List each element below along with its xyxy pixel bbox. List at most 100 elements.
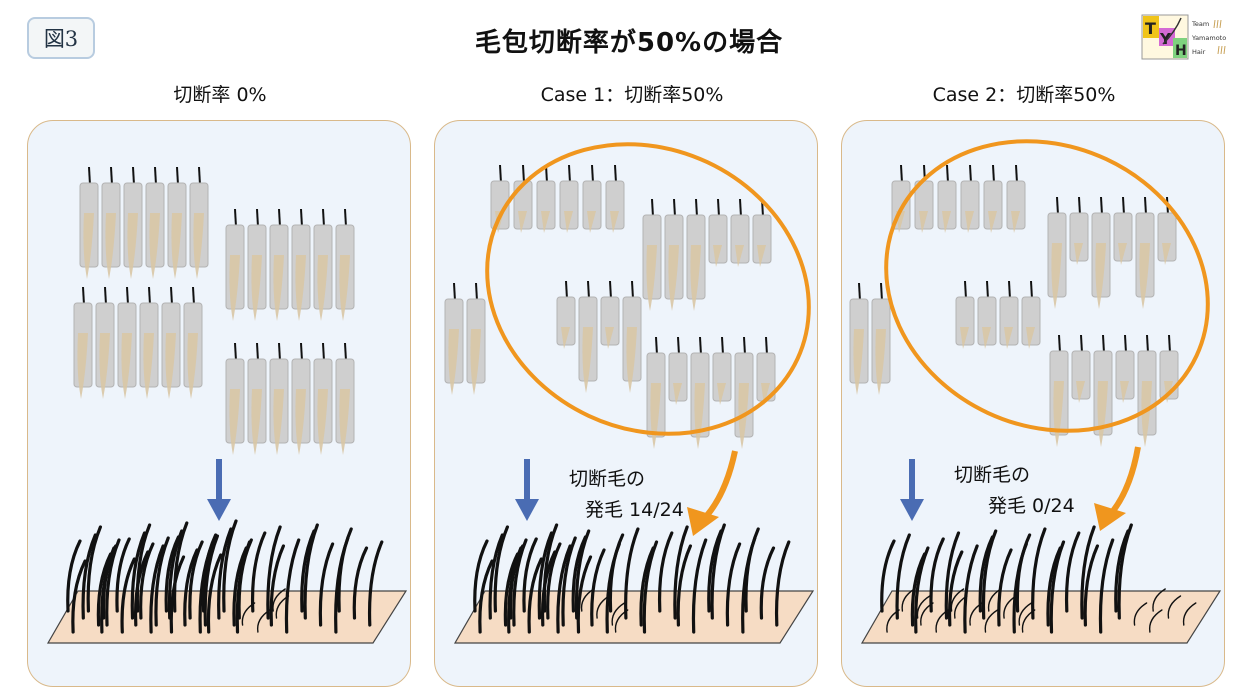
regrowth-arrow-shaft <box>697 450 738 526</box>
logo-letter-h: H <box>1175 43 1187 59</box>
follicle-hair-shaft <box>858 282 861 302</box>
follicle-hair-shaft <box>992 164 995 184</box>
logo-y-block <box>1159 28 1175 46</box>
follicle-bulb <box>690 245 701 311</box>
logo-line-team: Team <box>1191 20 1209 28</box>
follicle-hair-shaft <box>1100 196 1103 216</box>
hair-strand <box>542 523 559 613</box>
follicle-bulb <box>853 329 864 395</box>
logo-line-yamamoto: Yamamoto <box>1191 34 1226 42</box>
panel-title-1: Case 1：切断率50% <box>540 84 724 106</box>
follicle-bulb <box>1076 381 1085 403</box>
follicle-hair-shaft <box>568 164 571 184</box>
follicle-hair-shaft <box>986 280 989 300</box>
thin-hair-strand <box>614 609 629 633</box>
follicle-sheath <box>708 214 728 264</box>
follicle <box>582 164 602 233</box>
follicle-hair-shaft <box>591 164 594 184</box>
case-2-note-line2: 発毛 0/24 <box>988 495 1075 517</box>
thin-hair-strand <box>920 602 934 626</box>
follicle-bulb <box>541 211 550 233</box>
hair-strand <box>642 540 659 634</box>
follicle-bulb <box>187 333 198 399</box>
hair-strand <box>1083 544 1099 627</box>
follicle <box>513 164 533 233</box>
follicle-hair-shaft <box>256 208 259 228</box>
hair-strand <box>120 557 136 634</box>
follicle-hair-shaft <box>717 198 720 218</box>
follicle-hair-shaft <box>453 282 456 302</box>
hair-strand <box>303 523 319 620</box>
follicle-bulb <box>149 213 160 279</box>
follicle-sheath <box>730 214 750 264</box>
hair-strand <box>135 523 152 613</box>
hair-strand <box>1080 525 1096 620</box>
follicle-sheath <box>1115 350 1135 400</box>
follicle <box>1135 196 1155 309</box>
hair-strand <box>269 544 285 627</box>
follicle-bulb <box>1118 243 1127 265</box>
follicle <box>871 282 891 395</box>
logo-hair-stroke <box>1162 17 1182 45</box>
panel-case-1: 切断毛の 発毛 14/24 <box>434 120 818 687</box>
hair-strand <box>997 548 1013 627</box>
hair-strand <box>963 544 979 634</box>
logo-h-block <box>1173 38 1187 58</box>
follicle-bulb <box>143 333 154 399</box>
follicle-sheath <box>668 352 688 402</box>
follicle-hair-shaft <box>322 208 325 228</box>
hair-strand <box>676 544 692 627</box>
follicle <box>291 208 311 321</box>
follicle-sheath <box>983 180 1003 230</box>
follicle-hair-shaft <box>170 286 173 306</box>
follicle-bulb <box>713 245 722 267</box>
follicle-hair-shaft <box>1144 196 1147 216</box>
follicle-hair-shaft <box>1122 196 1125 216</box>
hair-strand <box>300 529 316 613</box>
hair-strand <box>1031 527 1047 620</box>
follicle-bulb <box>960 327 969 349</box>
follicle-sheath <box>605 180 625 230</box>
follicle-bulb <box>605 327 614 349</box>
hair-strand <box>1117 523 1133 620</box>
hair-strand <box>947 550 964 627</box>
follicle-hair-shaft <box>192 286 195 306</box>
hair-strand <box>608 533 625 613</box>
thin-hair-strand <box>241 602 256 626</box>
follicle-hair-shaft <box>198 166 201 186</box>
follicle-bulb <box>582 327 593 393</box>
follicle <box>335 208 355 321</box>
hair-strand <box>725 542 742 627</box>
follicle-bulb <box>673 383 682 405</box>
follicle-hair-shaft <box>609 280 612 300</box>
follicle <box>247 342 267 455</box>
down-arrow-head <box>515 499 539 521</box>
follicle-hair-shaft <box>154 166 157 186</box>
follicle <box>167 166 187 279</box>
follicle-hair-shaft <box>614 164 617 184</box>
follicle <box>466 282 486 395</box>
hair-strand <box>149 544 165 634</box>
follicle <box>578 280 598 393</box>
follicle <box>977 280 997 349</box>
follicle-bulb <box>470 329 481 395</box>
follicle-hair-shaft <box>104 286 107 306</box>
thin-hair-strand <box>1018 602 1033 626</box>
regrowth-arrow-shaft <box>1105 446 1141 520</box>
logo-mark: T Y H Team Yamamoto Hair <box>1141 14 1226 60</box>
regrown-hair-group <box>880 523 1197 634</box>
follicle-sheath <box>937 180 957 230</box>
follicle-hair-shaft <box>631 280 634 300</box>
follicle <box>708 198 728 267</box>
hair-strand <box>1015 533 1032 613</box>
hair-strand <box>574 529 591 620</box>
follicle-hair-shaft <box>344 342 347 362</box>
follicle-bulb <box>127 213 138 279</box>
follicle <box>145 166 165 279</box>
follicle-hair-shaft <box>499 164 502 184</box>
follicle-bulb <box>668 245 679 311</box>
follicle-bulb <box>295 389 306 455</box>
follicle-hair-shaft <box>1078 196 1081 216</box>
regrown-hair-group <box>66 519 384 634</box>
hair-strand <box>154 536 170 627</box>
